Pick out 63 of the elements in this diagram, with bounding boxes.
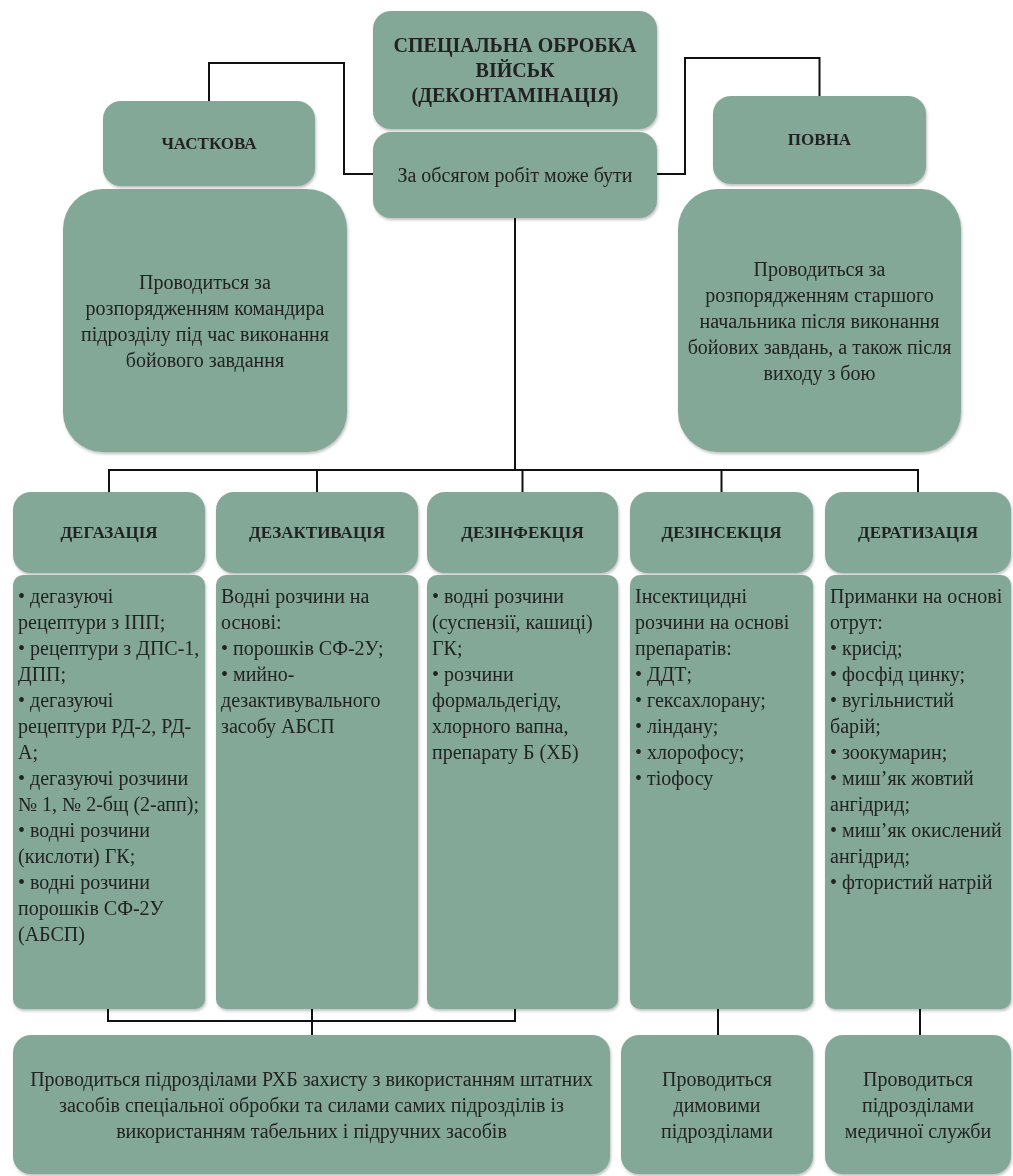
info-box <box>373 132 657 218</box>
list-item-text: • водні розчини порошків СФ-2У (АБСП) <box>18 870 165 947</box>
description-text: Проводиться за розпорядженням старшого начальника після виконання бойових завдань, а також після виходу з бою <box>686 256 953 386</box>
list-item-text: • дегазуючі розчини № 1, № 2-бщ (2-апп); <box>18 766 200 817</box>
heading-text: ДЕРАТИЗАЦІЯ <box>858 521 978 544</box>
list-box <box>13 575 205 1009</box>
heading-text: ПОВНА <box>787 129 852 151</box>
list-item-text: Приманки на основі отрут: <box>830 584 1004 635</box>
list-box <box>427 575 618 1009</box>
list-box <box>630 575 813 1009</box>
heading-text: ДЕЗАКТИВАЦІЯ <box>248 521 385 544</box>
category-box <box>713 96 926 184</box>
list-item-text: • крисід; <box>830 636 904 661</box>
heading-text: ДЕЗІНФЕКЦІЯ <box>461 521 584 544</box>
category-box <box>825 492 1011 573</box>
list-box <box>216 575 418 1009</box>
list-item-text: • ліндану; <box>635 714 720 739</box>
list-item-text: • дегазуючі рецептури з ІПП; <box>18 584 167 635</box>
heading-text: ДЕЗІНСЕКЦІЯ <box>661 521 782 544</box>
list-item-text: • фтористий натрій <box>830 870 994 895</box>
list-item-text: • дегазуючі рецептури РД-2, РД-А; <box>18 688 193 765</box>
description-text: Проводиться димовими підрозділами <box>660 1066 774 1144</box>
category-box <box>103 101 315 186</box>
info-box <box>621 1035 813 1174</box>
heading-text: ЧАСТКОВА <box>161 132 257 155</box>
heading-text: ДЕГАЗАЦІЯ <box>60 521 158 544</box>
list-item-text: • розчини формальдегіду, хлорного вапна, препарату Б (ХБ) <box>432 662 580 765</box>
description-text: Проводиться за розпорядженням командира підрозділу під час виконання бойового завдання <box>80 269 330 373</box>
list-item-text: • зоокумарин; <box>830 740 949 765</box>
category-box <box>216 492 418 573</box>
list-item-text: • водні розчини (кислоти) ГК; <box>18 818 151 869</box>
list-item-text: • вугільнистий барій; <box>830 688 956 739</box>
connector-line <box>311 1008 516 1036</box>
list-item-text: • тіофосу <box>635 766 715 791</box>
category-box <box>630 492 813 573</box>
list-item-text: • мийно-дезактивувального засобу АБСП <box>221 662 382 739</box>
connector-line <box>208 62 374 175</box>
info-box <box>825 1035 1011 1174</box>
list-item-text: • гексахлорану; <box>635 688 767 713</box>
info-box <box>13 1035 610 1174</box>
title-box <box>373 11 657 129</box>
connector-line <box>919 1008 921 1036</box>
list-item-text: • порошків СФ-2У; <box>221 636 385 661</box>
description-text: Проводиться підрозділами РХБ захисту з використанням штатних засобів спеціальної обробки та силами самих підрозділів із використанням табельних і підручних засобів <box>29 1066 594 1144</box>
list-item-text: • рецептури з ДПС-1, ДПП; <box>18 636 200 687</box>
category-box <box>427 492 618 573</box>
list-item-text: • миш’як жовтий ангідрид; <box>830 766 975 817</box>
description-text: За обсягом робіт може бути <box>397 163 633 188</box>
list-item-text: • фосфід цинку; <box>830 662 967 687</box>
connector-line <box>656 57 821 175</box>
list-item-text: Інсектицидні розчини на основі препаратів: <box>635 584 791 661</box>
list-box <box>825 575 1011 1009</box>
list-item-text: • ДДТ; <box>635 662 694 687</box>
list-item-text: • водні розчини (суспензії, кашиці) ГК; <box>432 584 594 661</box>
description-box <box>678 189 961 452</box>
list-item-text: Водні розчини на основі: <box>221 584 371 635</box>
heading-text: СПЕЦІАЛЬНА ОБРОБКА ВІЙСЬК (ДЕКОНТАМІНАЦІЯ) <box>392 32 638 108</box>
connector-line <box>717 1008 719 1036</box>
description-text: Проводиться підрозділами медичної служби <box>843 1066 993 1144</box>
description-box <box>63 189 347 452</box>
list-item-text: • миш’як окислений ангідрид; <box>830 818 1003 869</box>
list-item-text: • хлорофосу; <box>635 740 746 765</box>
category-box <box>13 492 205 573</box>
